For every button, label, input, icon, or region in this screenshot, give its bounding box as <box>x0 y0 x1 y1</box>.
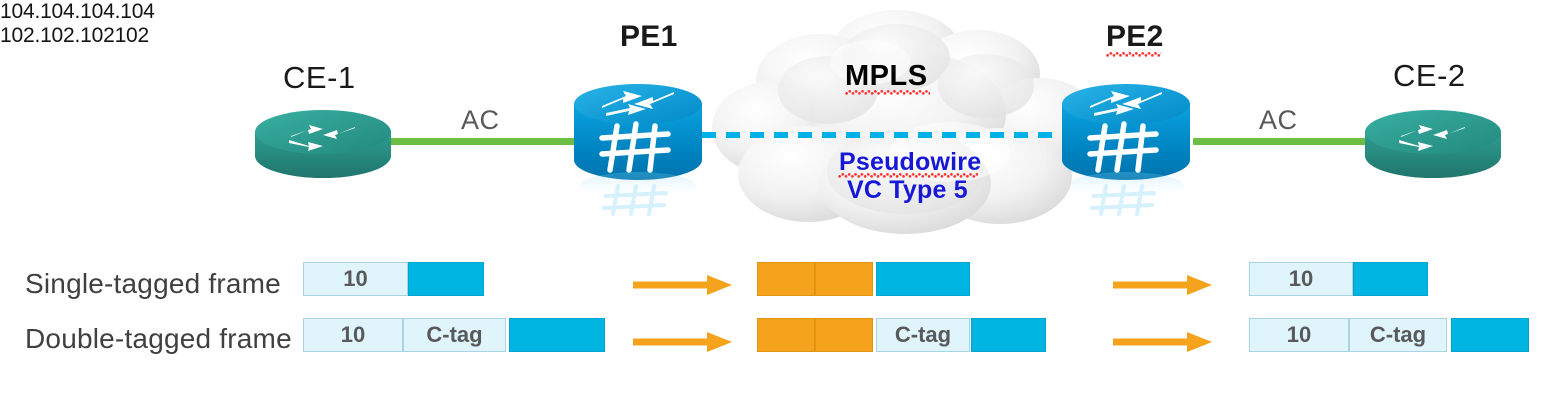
pe1-label: PE1 <box>620 20 678 53</box>
frame-segment-c-tag: C-tag <box>876 318 970 352</box>
ce1-router-icon <box>253 110 393 182</box>
frame-segment-payload <box>876 262 970 296</box>
ac-label-right: AC <box>1259 105 1298 135</box>
frame-segment-payload <box>408 262 484 296</box>
frame-segment-vlan-tag: 10 <box>303 318 403 352</box>
mpls-cloud-label: MPLS <box>845 60 928 92</box>
pseudowire-dashed-line <box>702 132 1106 138</box>
frame-segment-c-tag: C-tag <box>1349 318 1447 352</box>
frame-segment-mpls-label <box>815 262 873 296</box>
frame-segment-vlan-tag: 10 <box>1249 318 1349 352</box>
frame-segment-payload <box>971 318 1046 352</box>
pseudowire-label: Pseudowire <box>839 148 982 176</box>
frame-segment-payload <box>1451 318 1529 352</box>
pe2-ip-label: 102.102.102102 <box>0 24 150 47</box>
spellcheck-squiggle-pe2 <box>1106 52 1161 57</box>
pe2-label: PE2 <box>1106 20 1164 53</box>
flow-arrow-right <box>633 274 733 296</box>
pe2-multilayer-switch-icon <box>1060 82 1192 234</box>
flow-arrow-right <box>1113 331 1213 353</box>
spellcheck-squiggle-pseudowire <box>838 173 978 178</box>
ce2-router-icon <box>1363 110 1503 182</box>
flow-arrow-right <box>633 331 733 353</box>
row-label-single-tagged: Single-tagged frame <box>25 268 281 299</box>
frame-segment-payload <box>1353 262 1428 296</box>
frame-segment-c-tag: C-tag <box>403 318 506 352</box>
pe1-multilayer-switch-icon <box>572 82 704 234</box>
frame-segment-payload <box>509 318 605 352</box>
frame-segment-vlan-tag: 10 <box>303 262 408 296</box>
pe1-ip-label: 104.104.104.104 <box>0 0 155 23</box>
row-label-double-tagged: Double-tagged frame <box>25 323 292 354</box>
ac-label-left: AC <box>461 105 500 135</box>
mpls-cloud-icon <box>700 2 1120 238</box>
flow-arrow-right <box>1113 274 1213 296</box>
vc-type-label: VC Type 5 <box>847 176 968 204</box>
frame-segment-mpls-label <box>757 318 815 352</box>
frame-segment-mpls-label <box>757 262 815 296</box>
ce2-label: CE-2 <box>1393 58 1466 93</box>
access-circuit-left-link <box>388 138 578 145</box>
spellcheck-squiggle-mpls <box>845 90 930 95</box>
frame-segment-vlan-tag: 10 <box>1249 262 1353 296</box>
frame-segment-mpls-label <box>815 318 873 352</box>
ce1-label: CE-1 <box>283 60 356 95</box>
access-circuit-right-link <box>1193 138 1373 145</box>
